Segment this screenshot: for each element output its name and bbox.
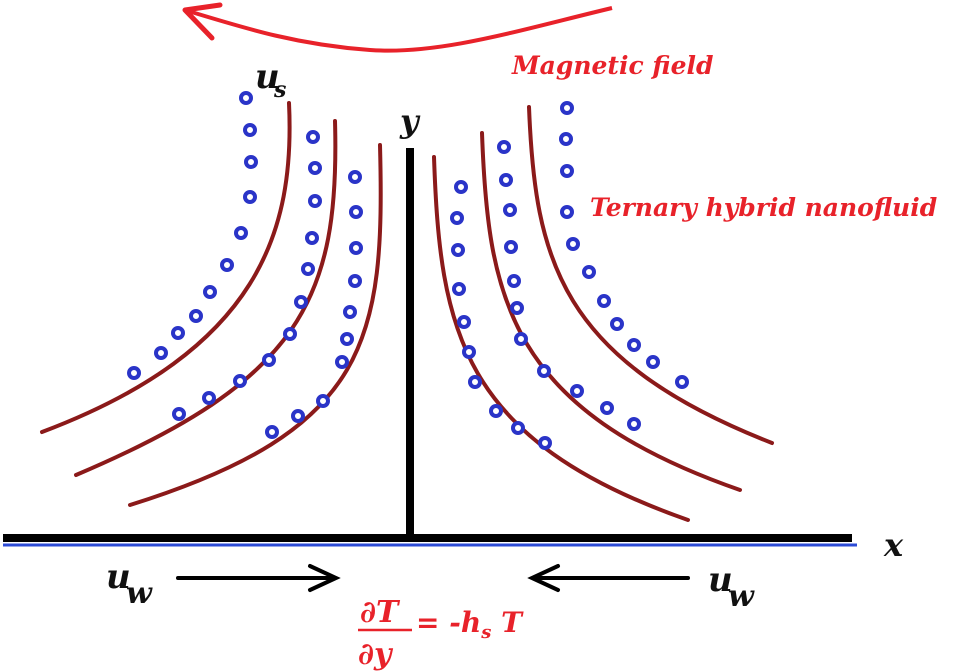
svg-text:s: s [273,77,286,103]
svg-text:w: w [728,579,755,614]
nanoparticle [511,421,525,435]
nanoparticle [172,407,186,421]
arrow-right-icon [176,564,341,592]
streamline-right-middle [480,131,742,492]
nanoparticle [202,391,216,405]
svg-text:∂y: ∂y [358,637,394,672]
svg-text:= -hs T: = -hs T [416,606,524,643]
nanoparticle [234,226,248,240]
nanoparticle [239,91,253,105]
nanoparticle [308,194,322,208]
nanoparticle [305,231,319,245]
nanoparticle [189,309,203,323]
nanoparticle [504,240,518,254]
nanoparticle [220,258,234,272]
u-w-right-label: u w [708,560,755,614]
nanoparticle [646,355,660,369]
nanoparticle [489,404,503,418]
nanoparticle [600,401,614,415]
u-s-label: u s [255,57,286,103]
wall-surface [3,534,857,547]
nanoparticle [349,241,363,255]
nanoparticle [570,384,584,398]
nanoparticle [262,353,276,367]
nanoparticle [316,394,330,408]
nanoparticle [301,262,315,276]
nanoparticle [503,203,517,217]
y-axis-label: y [399,102,421,140]
nanoparticle [265,425,279,439]
streamline-right-outer [527,105,774,445]
nanoparticle [348,170,362,184]
svg-text:u: u [106,557,131,597]
nanoparticle [537,364,551,378]
nanoparticle [451,243,465,257]
nanoparticle [610,317,624,331]
nanoparticle [306,130,320,144]
nanoparticle [457,315,471,329]
fluid-label: Ternary hybrid nanofluid [590,193,937,222]
nanoparticle [497,140,511,154]
nanoparticle [243,190,257,204]
nanoparticle [340,332,354,346]
svg-text:∂T: ∂T [360,595,401,630]
nanoparticle [507,274,521,288]
nanoparticle [538,436,552,450]
nanoparticle [349,205,363,219]
svg-text:w: w [126,576,153,611]
nanoparticle [450,211,464,225]
magnetic-field-label: Magnetic field [511,51,713,80]
nanoparticle [171,326,185,340]
nanoparticle [452,282,466,296]
nanoparticle [291,409,305,423]
nanoparticle [233,374,247,388]
nanoparticles [127,91,689,450]
nanoparticle [243,123,257,137]
streamline-right-inner [432,155,690,522]
nanoparticle [560,205,574,219]
nanoparticle [203,285,217,299]
nanoparticle [283,327,297,341]
nanoparticle [343,305,357,319]
svg-text:u: u [708,560,733,600]
boundary-condition: ∂T ∂y = -hs T [358,595,524,672]
magnetic-field-arrow-icon [182,2,613,53]
nanoparticle [510,301,524,315]
nanoparticle [597,294,611,308]
nanoparticle [675,375,689,389]
nanoparticle [514,332,528,346]
nanoparticle [308,161,322,175]
nanoparticle [560,101,574,115]
nanoparticle [454,180,468,194]
nanoparticle [127,366,141,380]
nanoparticle [335,355,349,369]
nanoparticle [627,417,641,431]
nanoparticle [154,346,168,360]
arrow-left-icon [527,564,690,592]
nanoparticle [244,155,258,169]
nanoparticle [499,173,513,187]
nanoparticle [462,345,476,359]
nanoparticle [582,265,596,279]
nanoparticle [294,295,308,309]
streamline-left-outer [40,101,292,434]
svg-text:u: u [255,57,280,97]
x-axis-label: x [883,526,904,564]
nanoparticle [560,164,574,178]
u-w-left-label: u w [106,557,153,611]
streamline-left-inner [128,143,383,507]
nanoparticle [559,132,573,146]
nanoparticle [566,237,580,251]
nanoparticle [348,274,362,288]
nanoparticle [627,338,641,352]
nanoparticle [468,375,482,389]
